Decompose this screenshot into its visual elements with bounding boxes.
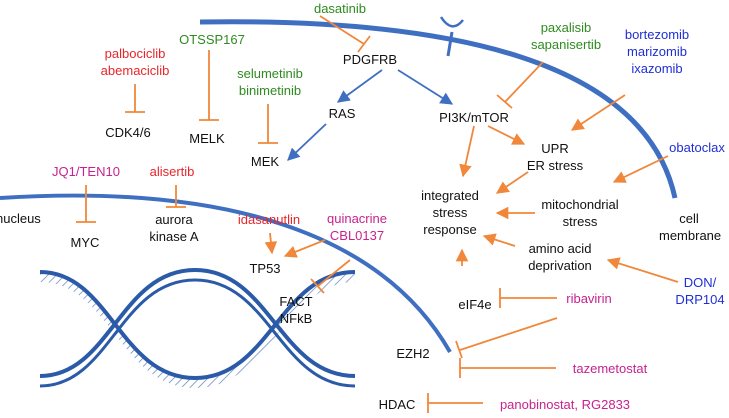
dna-helix-icon (39, 267, 356, 388)
target-upr: UPR (541, 141, 569, 156)
drug-marizomib: marizomib (627, 44, 687, 59)
drug-jq1-ten10: JQ1/TEN10 (52, 164, 120, 179)
drug-cbl0137: CBL0137 (329, 228, 385, 243)
target-ezh2: EZH2 (396, 346, 430, 361)
idasanutlin-to-tp53-arrow (264, 232, 278, 255)
drug-ixazomib: ixazomib (631, 61, 683, 76)
target-pdgfrb: PDGFRB (342, 52, 398, 67)
drug-abemaciclib: abemaciclib (100, 63, 170, 78)
target-nfkb: NFkB (279, 311, 313, 326)
nuclear-envelope-line (0, 193, 452, 353)
pdgfrb-to-pi3k-arrow (397, 69, 454, 105)
otssp167-inhibits-melk (199, 50, 219, 121)
target-ras: RAS (328, 106, 356, 121)
drug-otssp167: OTSSP167 (179, 32, 245, 47)
alisertib-inhibits-aurora (166, 185, 186, 208)
target-melk: MELK (189, 131, 225, 146)
drug-bortezomib: bortezomib (624, 27, 690, 42)
palbociclib-inhibits-cdk46 (125, 84, 145, 113)
drug-dasatinib: dasatinib (313, 1, 367, 16)
drug-selumetinib: selumetinib (237, 66, 303, 81)
target-aurora-kinase-a: aurora kinase A (149, 212, 199, 244)
jq1-inhibits-myc (76, 185, 96, 223)
activation-arrows (264, 94, 679, 283)
tazemetostat-inhibits-ezh2 (459, 358, 556, 378)
target-pi3k-mtor: PI3K/mTOR (439, 110, 509, 125)
dasatinib-inhibits-pdgfrb (319, 15, 371, 53)
pi3k-to-isr-arrow (459, 125, 475, 178)
pdgfrb-to-ras-arrow (336, 69, 383, 103)
target-cdk46: CDK4/6 (105, 125, 151, 140)
ras-to-mek-arrow (287, 123, 327, 161)
drug-ribavirin: ribavirin (566, 291, 612, 306)
compartment-cell-membrane: cell membrane (659, 211, 722, 243)
drug-panobinostat-rg2833: panobinostat, RG2833 (499, 397, 631, 412)
drug-palbociclib: palbociclib (104, 46, 166, 61)
target-myc: MYC (70, 235, 100, 250)
upr-to-isr-arrow (495, 171, 529, 194)
drug-alisertib: alisertib (149, 164, 195, 179)
drug-binimetinib: binimetinib (238, 83, 302, 98)
obatoclax-to-mito-arrow (612, 155, 669, 183)
target-mek: MEK (250, 154, 280, 169)
process-amino-acid-deprivation: amino acid deprivation (528, 241, 592, 273)
panobinostat-inhibits-hdac (427, 393, 483, 413)
compartment-nucleus: nucleus (0, 211, 41, 226)
target-hdac: HDAC (378, 397, 416, 412)
target-er-stress: ER stress (526, 158, 584, 173)
drug-quinacrine: quinacrine (327, 211, 387, 226)
inhibition-lines (76, 15, 558, 413)
drug-drp104: DRP104 (675, 292, 725, 307)
paxalisib-inhibits-pi3k (496, 61, 544, 109)
drug-obatoclax: obatoclax (669, 140, 725, 155)
quinacrine-to-tp53-arrow (283, 239, 326, 258)
selumetinib-inhibits-mek (258, 104, 278, 144)
pdgfrb-receptor (439, 16, 464, 57)
drug-tazemetostat: tazemetostat (572, 361, 648, 376)
drug-idasanutlin: idasanutlin (237, 212, 301, 227)
quinacrine-inhibits-fact (310, 259, 351, 294)
process-mitochondrial-stress: mitochondrial stress (541, 197, 619, 229)
pi3k-to-upr-arrow (487, 125, 526, 145)
drug-don: DON/ (683, 275, 717, 290)
target-tp53: TP53 (249, 261, 281, 276)
ribavirin-inhibits-eif4e (499, 288, 557, 308)
aa-to-isr-arrow (482, 233, 516, 247)
drug-paxalisib: paxalisib (540, 20, 592, 35)
pathway-arrows (287, 69, 454, 161)
ribavirin-inhibits-ezh2 (455, 317, 558, 359)
proteasome-to-upr-arrow (570, 94, 626, 131)
drug-sapanisertib: sapanisertib (530, 37, 602, 52)
cell-membrane-line (199, 19, 678, 199)
don-to-aa-arrow (606, 257, 679, 283)
process-integrated-stress-response: integrated stress response (421, 188, 479, 237)
target-fact: FACT (279, 294, 313, 309)
target-eif4e: eIF4e (458, 297, 492, 312)
